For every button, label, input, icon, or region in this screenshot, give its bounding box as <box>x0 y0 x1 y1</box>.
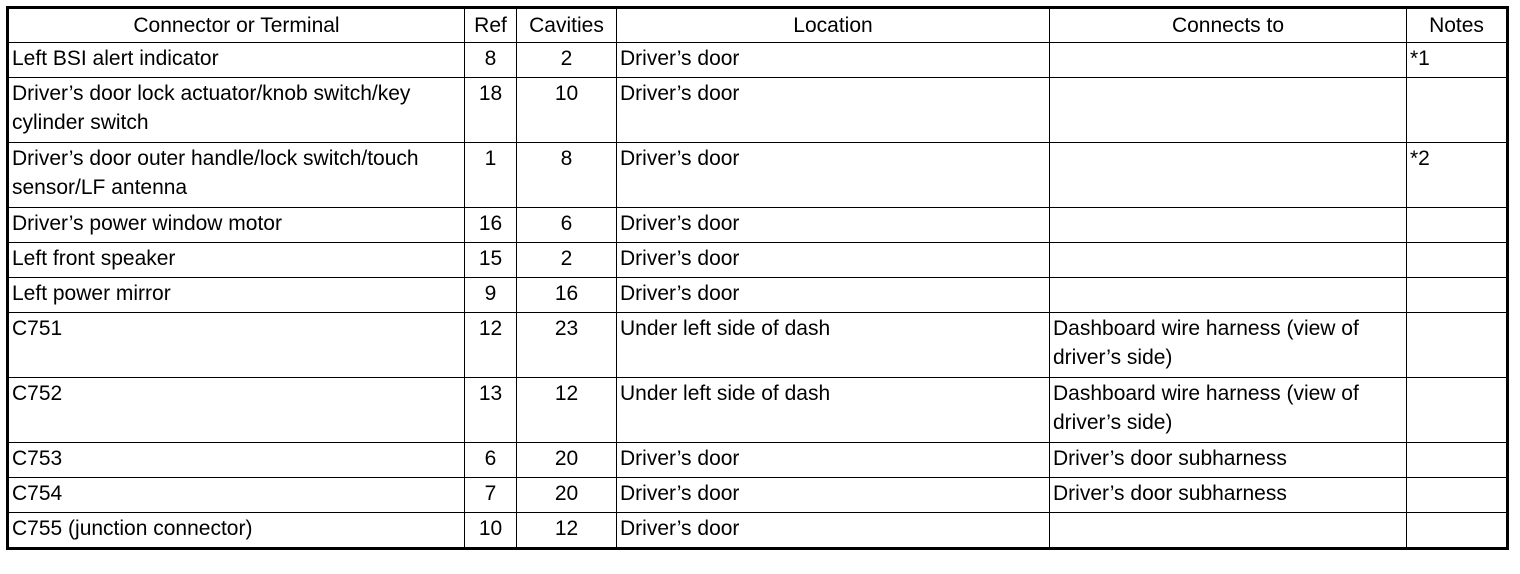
cell-cavities: 16 <box>516 277 617 313</box>
cell-cavities: 20 <box>516 477 617 513</box>
table-row: Left BSI alert indicator 8 2 Driver’s do… <box>7 42 1508 78</box>
cell-connector: C755 (junction connector) <box>7 512 465 549</box>
connector-table: Connector or Terminal Ref Cavities Locat… <box>6 6 1509 550</box>
cell-notes <box>1406 312 1508 378</box>
cell-connects-to <box>1049 42 1407 78</box>
cell-ref: 13 <box>464 377 517 443</box>
cell-connector: Driver’s power window motor <box>7 207 465 243</box>
cell-location: Driver’s door <box>616 477 1050 513</box>
cell-cavities: 2 <box>516 42 617 78</box>
cell-location: Driver’s door <box>616 77 1050 143</box>
cell-notes <box>1406 77 1508 143</box>
cell-cavities: 6 <box>516 207 617 243</box>
cell-connector: Left front speaker <box>7 242 465 278</box>
cell-notes <box>1406 477 1508 513</box>
cell-connector: C754 <box>7 477 465 513</box>
cell-location: Driver’s door <box>616 42 1050 78</box>
cell-ref: 8 <box>464 42 517 78</box>
table-row: Left power mirror 9 16 Driver’s door <box>7 277 1508 313</box>
table-row: C754 7 20 Driver’s door Driver’s door su… <box>7 477 1508 513</box>
header-notes: Notes <box>1406 7 1508 43</box>
header-connector: Connector or Terminal <box>7 7 465 43</box>
cell-notes <box>1406 207 1508 243</box>
cell-location: Driver’s door <box>616 442 1050 478</box>
cell-ref: 12 <box>464 312 517 378</box>
cell-notes: *2 <box>1406 142 1508 208</box>
header-cavities: Cavities <box>516 7 617 43</box>
table-row: C752 13 12 Under left side of dash Dashb… <box>7 377 1508 443</box>
cell-notes <box>1406 512 1508 549</box>
cell-connects-to: Driver’s door subharness <box>1049 477 1407 513</box>
cell-connects-to: Dashboard wire harness (view of driver’s… <box>1049 312 1407 378</box>
cell-cavities: 23 <box>516 312 617 378</box>
cell-cavities: 12 <box>516 377 617 443</box>
cell-cavities: 12 <box>516 512 617 549</box>
cell-cavities: 20 <box>516 442 617 478</box>
header-row: Connector or Terminal Ref Cavities Locat… <box>7 7 1508 43</box>
cell-notes <box>1406 242 1508 278</box>
cell-ref: 7 <box>464 477 517 513</box>
cell-connects-to <box>1049 207 1407 243</box>
cell-location: Driver’s door <box>616 512 1050 549</box>
cell-ref: 6 <box>464 442 517 478</box>
table-row: C753 6 20 Driver’s door Driver’s door su… <box>7 442 1508 478</box>
table-row: Driver’s door outer handle/lock switch/t… <box>7 142 1508 208</box>
cell-connector: Left BSI alert indicator <box>7 42 465 78</box>
table-row: Driver’s power window motor 16 6 Driver’… <box>7 207 1508 243</box>
cell-notes: *1 <box>1406 42 1508 78</box>
cell-connects-to <box>1049 77 1407 143</box>
table-row: C755 (junction connector) 10 12 Driver’s… <box>7 512 1508 549</box>
cell-cavities: 10 <box>516 77 617 143</box>
cell-notes <box>1406 377 1508 443</box>
cell-connects-to <box>1049 277 1407 313</box>
table-row: Left front speaker 15 2 Driver’s door <box>7 242 1508 278</box>
cell-location: Driver’s door <box>616 277 1050 313</box>
cell-location: Driver’s door <box>616 207 1050 243</box>
cell-location: Driver’s door <box>616 142 1050 208</box>
header-location: Location <box>616 7 1050 43</box>
cell-ref: 1 <box>464 142 517 208</box>
cell-connects-to: Dashboard wire harness (view of driver’s… <box>1049 377 1407 443</box>
cell-connector: C753 <box>7 442 465 478</box>
cell-location: Under left side of dash <box>616 377 1050 443</box>
cell-location: Driver’s door <box>616 242 1050 278</box>
cell-ref: 16 <box>464 207 517 243</box>
table-row: Driver’s door lock actuator/knob switch/… <box>7 77 1508 143</box>
cell-connector: C752 <box>7 377 465 443</box>
cell-connects-to <box>1049 512 1407 549</box>
cell-connector: Driver’s door lock actuator/knob switch/… <box>7 77 465 143</box>
cell-connects-to: Driver’s door subharness <box>1049 442 1407 478</box>
header-connects-to: Connects to <box>1049 7 1407 43</box>
cell-location: Under left side of dash <box>616 312 1050 378</box>
cell-connector: Left power mirror <box>7 277 465 313</box>
cell-ref: 18 <box>464 77 517 143</box>
table-row: C751 12 23 Under left side of dash Dashb… <box>7 312 1508 378</box>
cell-ref: 9 <box>464 277 517 313</box>
header-ref: Ref <box>464 7 517 43</box>
cell-connector: Driver’s door outer handle/lock switch/t… <box>7 142 465 208</box>
cell-connects-to <box>1049 142 1407 208</box>
cell-notes <box>1406 277 1508 313</box>
cell-connects-to <box>1049 242 1407 278</box>
cell-ref: 10 <box>464 512 517 549</box>
cell-notes <box>1406 442 1508 478</box>
cell-ref: 15 <box>464 242 517 278</box>
cell-connector: C751 <box>7 312 465 378</box>
cell-cavities: 8 <box>516 142 617 208</box>
cell-cavities: 2 <box>516 242 617 278</box>
